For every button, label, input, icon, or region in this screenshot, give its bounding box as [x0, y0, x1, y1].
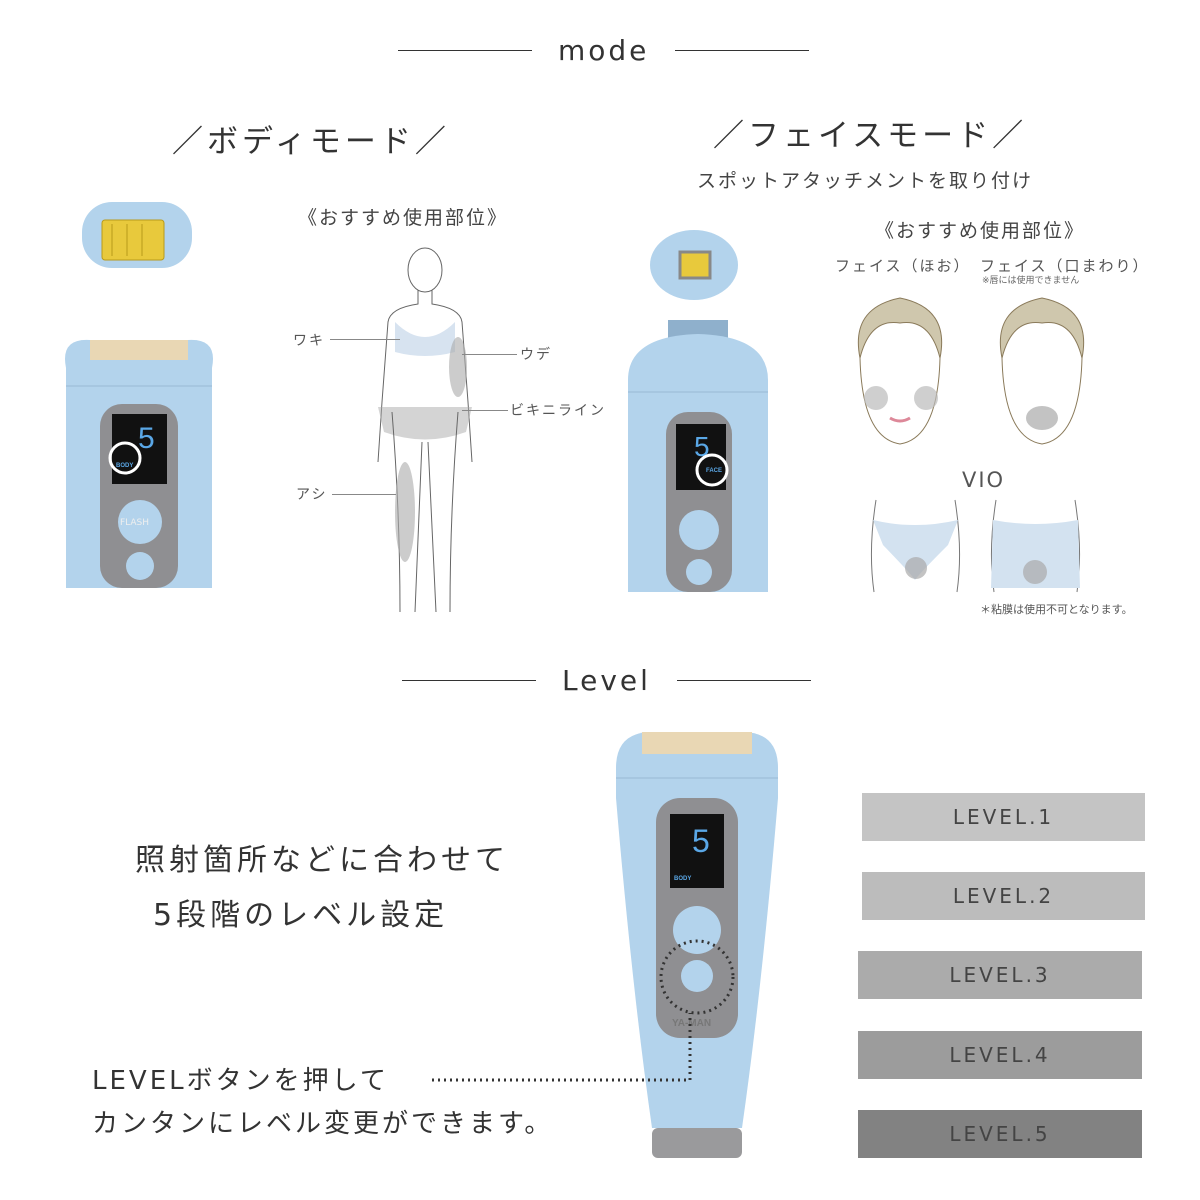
level-1-bar: LEVEL.1: [862, 793, 1145, 841]
area-label-arm: ウデ: [520, 347, 552, 363]
level-2-bar: LEVEL.2: [862, 872, 1145, 920]
body-mode-device-image: 5: [65, 339, 213, 588]
body-mode-title: ／ボディモード／: [172, 124, 450, 160]
face-screen-mode-label: FACE: [706, 468, 723, 474]
divider: [676, 679, 811, 682]
face-mode-device-image: 5: [628, 320, 768, 592]
flash-button-label: FLASH: [120, 518, 150, 528]
mucosa-note: ＊粘膜は使用不可となります。: [980, 603, 1133, 616]
caption-line-2: カンタンにレベル変更ができます。: [92, 1109, 554, 1139]
pointer-line: [330, 339, 400, 340]
svg-text:YA-MAN: YA-MAN: [672, 1018, 711, 1029]
vio-front-illustration: [870, 499, 961, 593]
pointer-line: [332, 494, 396, 495]
body-screen-mode-label: BODY: [116, 463, 134, 469]
headline-line-2: 5段階のレベル設定: [153, 898, 449, 933]
face-mode-title: ／フェイスモード／: [713, 118, 1028, 154]
vio-back-illustration: [990, 499, 1081, 593]
level-heading-text: Level: [562, 664, 651, 697]
level-heading: Level: [402, 664, 811, 697]
pointer-line: [462, 354, 517, 355]
caption-line-1: LEVELボタンを押して: [92, 1066, 389, 1096]
divider: [675, 49, 810, 52]
face-mouth-illustration: [999, 297, 1085, 445]
headline-line-1: 照射箇所などに合わせて: [135, 843, 509, 878]
level-5-bar: LEVEL.5: [858, 1110, 1142, 1158]
svg-text:5: 5: [692, 823, 710, 859]
divider: [398, 49, 532, 52]
pointer-line: [462, 410, 508, 411]
vio-label: VIO: [962, 468, 1006, 492]
level-3-bar: LEVEL.3: [858, 951, 1142, 999]
lip-note: ※唇には使用できません: [982, 276, 1080, 286]
svg-text:5: 5: [694, 431, 710, 462]
spot-attachment-image: [650, 230, 738, 300]
face-recommended-heading: 《おすすめ使用部位》: [875, 220, 1086, 242]
divider: [402, 679, 536, 682]
area-label-mouth: フェイス（口まわり）: [980, 257, 1150, 275]
level-button-callout: [432, 939, 735, 1082]
body-recommended-heading: 《おすすめ使用部位》: [298, 207, 509, 229]
svg-text:5: 5: [138, 422, 155, 455]
area-label-leg: アシ: [296, 487, 328, 503]
face-mode-subtitle: スポットアタッチメントを取り付け: [697, 170, 1034, 192]
area-label-armpit: ワキ: [293, 333, 325, 349]
area-label-cheek: フェイス（ほお）: [835, 257, 971, 275]
level-4-bar: LEVEL.4: [858, 1031, 1142, 1079]
mode-heading: mode: [398, 34, 810, 67]
area-label-bikini: ビキニライン: [510, 403, 606, 419]
body-attachment-image: [82, 202, 192, 268]
face-cheek-illustration: [857, 297, 943, 445]
body-figure-illustration: [377, 247, 473, 613]
mode-heading-text: mode: [558, 34, 650, 67]
level-device-screen-mode-label: BODY: [674, 876, 692, 882]
